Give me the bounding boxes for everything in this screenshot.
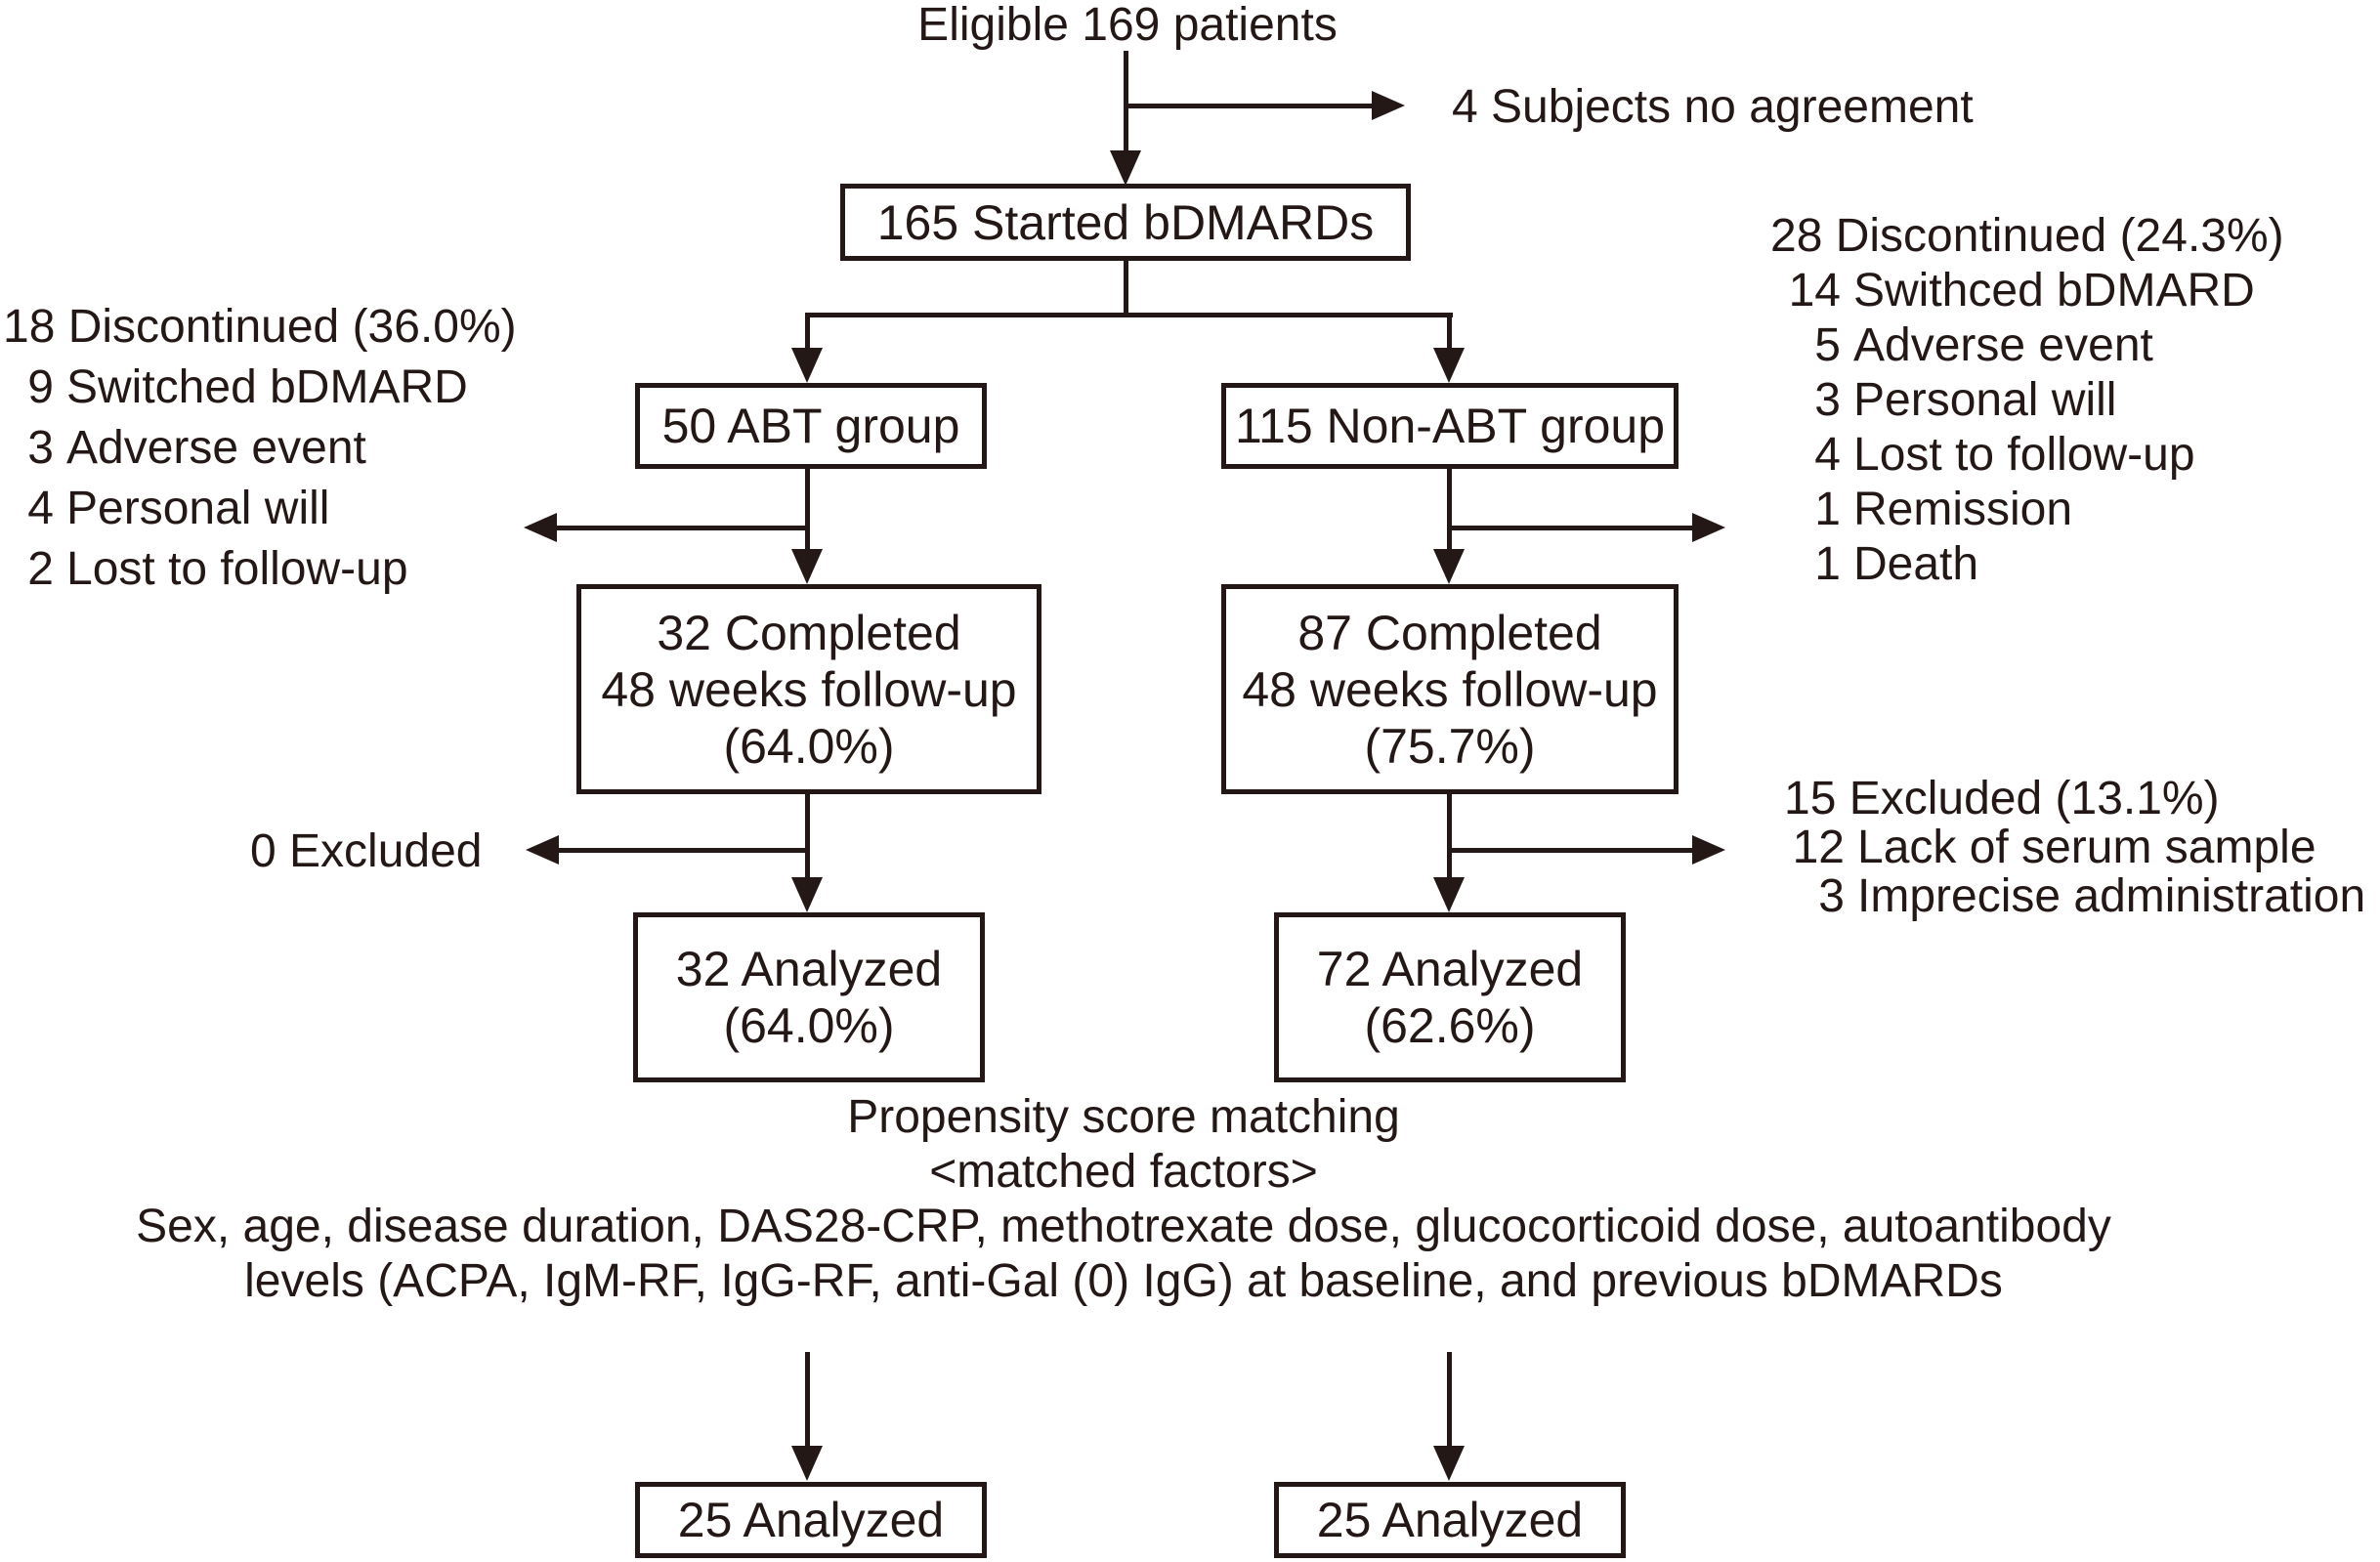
box-non-abt-analyzed: 72 Analyzed (62.6%)	[1274, 912, 1626, 1082]
box-line: 25 Analyzed	[677, 1493, 945, 1547]
matching-line4: levels (ACPA, IgM-RF, IgG-RF, anti-Gal (…	[244, 1255, 2003, 1307]
list-item: 3 Adverse event	[27, 422, 366, 474]
connector-line	[557, 526, 810, 530]
list-item: 5 Adverse event	[1814, 319, 2153, 371]
arrow-down-icon	[1433, 549, 1465, 584]
matching-line1: Propensity score matching	[847, 1091, 1400, 1143]
connector-line	[805, 469, 810, 551]
connector-line	[1124, 51, 1128, 152]
connector-line	[1124, 261, 1128, 317]
right-dropout-title: 28 Discontinued (24.3%)	[1770, 210, 2284, 262]
arrow-left-icon	[526, 835, 559, 865]
arrow-down-icon	[791, 348, 823, 383]
connector-line	[1447, 469, 1452, 551]
node-eligible: Eligible 169 patients	[917, 0, 1338, 51]
arrow-down-icon	[791, 877, 823, 912]
list-item: 3 Personal will	[1814, 374, 2117, 426]
box-non-abt-group: 115 Non-ABT group	[1221, 383, 1679, 469]
arrow-right-icon	[1692, 835, 1725, 865]
connector-line	[1447, 1352, 1452, 1446]
connector-line	[1447, 794, 1452, 879]
arrow-down-icon	[791, 1446, 823, 1481]
matching-line2: <matched factors>	[929, 1146, 1318, 1198]
label-abt-excluded: 0 Excluded	[250, 825, 483, 877]
box-non-abt-completed: 87 Completed 48 weeks follow-up (75.7%)	[1221, 584, 1679, 794]
box-line: 25 Analyzed	[1316, 1493, 1584, 1547]
box-abt-group-label: 50 ABT group	[661, 399, 960, 453]
left-dropout-title: 18 Discontinued (36.0%)	[3, 301, 517, 353]
arrow-right-icon	[1692, 513, 1725, 542]
box-abt-matched: 25 Analyzed	[635, 1482, 987, 1558]
connector-line	[559, 848, 810, 853]
arrow-down-icon	[1110, 150, 1141, 186]
connector-line	[805, 1352, 810, 1446]
label-no-agreement: 4 Subjects no agreement	[1452, 81, 1974, 133]
box-line: 87 Completed	[1297, 605, 1602, 660]
matching-note: Propensity score matching <matched facto…	[0, 1090, 2247, 1309]
left-dropout-list: 18 Discontinued (36.0%) 9 Switched bDMAR…	[3, 297, 517, 600]
list-item: 4 Lost to follow-up	[1814, 429, 2195, 481]
box-non-abt-group-label: 115 Non-ABT group	[1234, 399, 1666, 453]
box-line: 32 Analyzed	[675, 942, 943, 996]
connector-line	[805, 794, 810, 879]
arrow-down-icon	[1433, 877, 1465, 912]
box-non-abt-matched: 25 Analyzed	[1274, 1482, 1626, 1558]
box-abt-completed: 32 Completed 48 weeks follow-up (64.0%)	[576, 584, 1041, 794]
arrow-down-icon	[1433, 348, 1465, 383]
connector-line	[807, 313, 1453, 317]
list-item: 12 Lack of serum sample	[1792, 822, 2316, 873]
list-item: 2 Lost to follow-up	[27, 543, 408, 595]
arrow-down-icon	[791, 549, 823, 584]
arrow-left-icon	[524, 513, 557, 542]
list-item: 9 Switched bDMARD	[27, 361, 468, 413]
right-excluded-title: 15 Excluded (13.1%)	[1784, 773, 2220, 824]
arrow-down-icon	[1433, 1446, 1465, 1481]
box-line: 32 Completed	[657, 605, 961, 660]
box-line: (62.6%)	[1364, 998, 1536, 1053]
box-started-bdmards: 165 Started bDMARDs	[840, 184, 1411, 261]
list-item: 1 Death	[1814, 538, 1979, 590]
connector-line	[1450, 848, 1692, 853]
box-line: 48 weeks follow-up	[601, 661, 1017, 717]
arrow-right-icon	[1372, 91, 1405, 120]
box-started-label: 165 Started bDMARDs	[876, 194, 1375, 250]
list-item: 1 Remission	[1814, 484, 2073, 535]
list-item: 3 Imprecise administration	[1818, 870, 2366, 922]
list-item: 14 Swithced bDMARD	[1788, 265, 2255, 317]
connector-line	[805, 313, 810, 350]
box-line: (75.7%)	[1364, 718, 1536, 774]
connector-line	[1447, 313, 1452, 350]
box-abt-group: 50 ABT group	[635, 383, 987, 469]
box-line: 72 Analyzed	[1316, 942, 1584, 996]
right-excluded-list: 15 Excluded (13.1%) 12 Lack of serum sam…	[1784, 775, 2365, 921]
matching-line3: Sex, age, disease duration, DAS28-CRP, m…	[136, 1201, 2111, 1252]
right-dropout-list: 28 Discontinued (24.3%) 14 Swithced bDMA…	[1770, 209, 2284, 592]
box-line: (64.0%)	[723, 718, 895, 774]
box-line: 48 weeks follow-up	[1242, 661, 1658, 717]
connector-line	[1450, 526, 1692, 530]
box-abt-analyzed: 32 Analyzed (64.0%)	[633, 912, 985, 1082]
box-line: (64.0%)	[723, 998, 895, 1053]
connector-line	[1126, 104, 1372, 108]
list-item: 4 Personal will	[27, 483, 330, 534]
